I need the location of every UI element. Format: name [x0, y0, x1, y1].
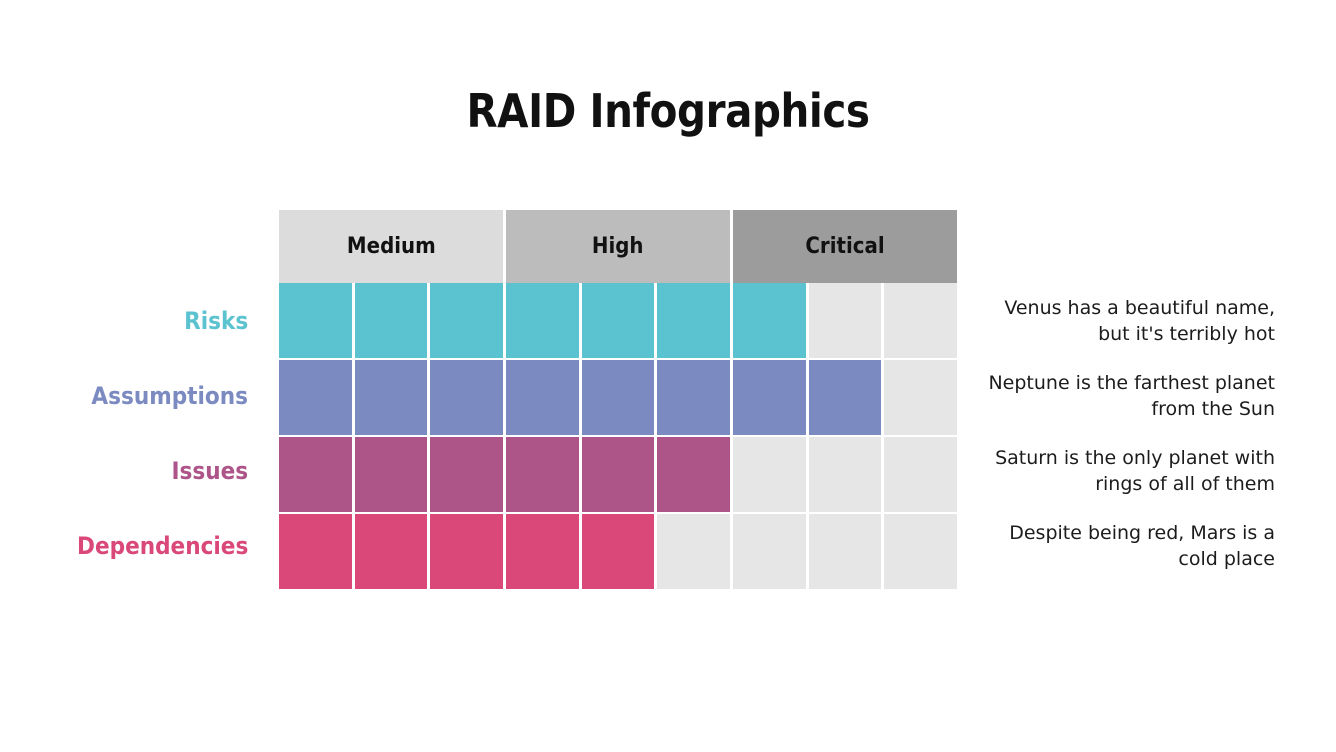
severity-header-label: Critical — [805, 234, 885, 259]
row-label-assumptions: Assumptions — [20, 358, 248, 433]
matrix-cell-issues-5[interactable] — [581, 437, 655, 512]
matrix-cell-dependencies-8[interactable] — [808, 514, 882, 589]
matrix-row-issues — [279, 437, 958, 512]
matrix-cell-risks-1[interactable] — [279, 283, 352, 358]
description-dependencies: Despite being red, Mars is a cold place — [975, 508, 1275, 583]
matrix-cell-issues-9[interactable] — [884, 437, 958, 512]
matrix-cell-issues-3[interactable] — [430, 437, 504, 512]
matrix-cell-risks-6[interactable] — [657, 283, 731, 358]
severity-header-row: Medium High Critical — [279, 210, 957, 283]
raid-matrix: Medium High Critical — [279, 210, 958, 590]
matrix-cell-assumptions-8[interactable] — [808, 360, 882, 435]
matrix-row-assumptions — [279, 360, 958, 435]
row-label-issues: Issues — [20, 433, 248, 508]
matrix-cell-dependencies-7[interactable] — [733, 514, 806, 589]
description-text: Despite being red, Mars is a cold place — [1009, 521, 1275, 570]
row-label-text: Assumptions — [91, 381, 248, 410]
description-text: Neptune is the farthest planet from the … — [988, 371, 1275, 420]
row-label-text: Risks — [183, 306, 248, 335]
matrix-cell-dependencies-9[interactable] — [884, 514, 958, 589]
matrix-cell-issues-7[interactable] — [733, 437, 806, 512]
matrix-cell-issues-8[interactable] — [808, 437, 882, 512]
row-label-text: Issues — [171, 456, 248, 485]
matrix-body — [279, 283, 958, 589]
description-risks: Venus has a beautiful name, but it's ter… — [975, 283, 1275, 358]
matrix-row-risks — [279, 283, 958, 358]
matrix-cell-assumptions-5[interactable] — [581, 360, 655, 435]
matrix-cell-assumptions-7[interactable] — [733, 360, 806, 435]
page-title: RAID Infographics — [466, 84, 870, 138]
description-text: Venus has a beautiful name, but it's ter… — [1004, 296, 1275, 345]
matrix-cell-dependencies-6[interactable] — [657, 514, 731, 589]
matrix-cell-risks-8[interactable] — [808, 283, 882, 358]
matrix-cell-issues-4[interactable] — [506, 437, 579, 512]
row-label-dependencies: Dependencies — [20, 508, 248, 583]
matrix-cell-assumptions-9[interactable] — [884, 360, 958, 435]
matrix-row-dependencies — [279, 514, 958, 589]
matrix-cell-risks-2[interactable] — [354, 283, 428, 358]
severity-header-label: Medium — [346, 234, 436, 259]
row-label-risks: Risks — [20, 283, 248, 358]
description-column: Venus has a beautiful name, but it's ter… — [975, 283, 1275, 590]
matrix-cell-dependencies-4[interactable] — [506, 514, 579, 589]
matrix-cell-risks-4[interactable] — [506, 283, 579, 358]
severity-header-label: High — [592, 234, 644, 259]
matrix-cell-issues-2[interactable] — [354, 437, 428, 512]
matrix-cell-risks-7[interactable] — [733, 283, 806, 358]
severity-header-high: High — [506, 210, 730, 283]
matrix-cell-assumptions-3[interactable] — [430, 360, 504, 435]
matrix-cell-dependencies-3[interactable] — [430, 514, 504, 589]
severity-header-medium: Medium — [279, 210, 503, 283]
matrix-cell-dependencies-2[interactable] — [354, 514, 428, 589]
matrix-cell-risks-9[interactable] — [884, 283, 958, 358]
matrix-cell-dependencies-1[interactable] — [279, 514, 352, 589]
matrix-cell-assumptions-1[interactable] — [279, 360, 352, 435]
matrix-cell-dependencies-5[interactable] — [581, 514, 655, 589]
matrix-cell-assumptions-4[interactable] — [506, 360, 579, 435]
description-text: Saturn is the only planet with rings of … — [995, 446, 1275, 495]
matrix-cell-assumptions-6[interactable] — [657, 360, 731, 435]
severity-header-critical: Critical — [733, 210, 957, 283]
matrix-cell-issues-1[interactable] — [279, 437, 352, 512]
matrix-cell-risks-3[interactable] — [430, 283, 504, 358]
matrix-cell-issues-6[interactable] — [657, 437, 731, 512]
description-assumptions: Neptune is the farthest planet from the … — [975, 358, 1275, 433]
row-label-text: Dependencies — [76, 531, 248, 560]
description-issues: Saturn is the only planet with rings of … — [975, 433, 1275, 508]
matrix-cell-risks-5[interactable] — [581, 283, 655, 358]
matrix-cell-assumptions-2[interactable] — [354, 360, 428, 435]
